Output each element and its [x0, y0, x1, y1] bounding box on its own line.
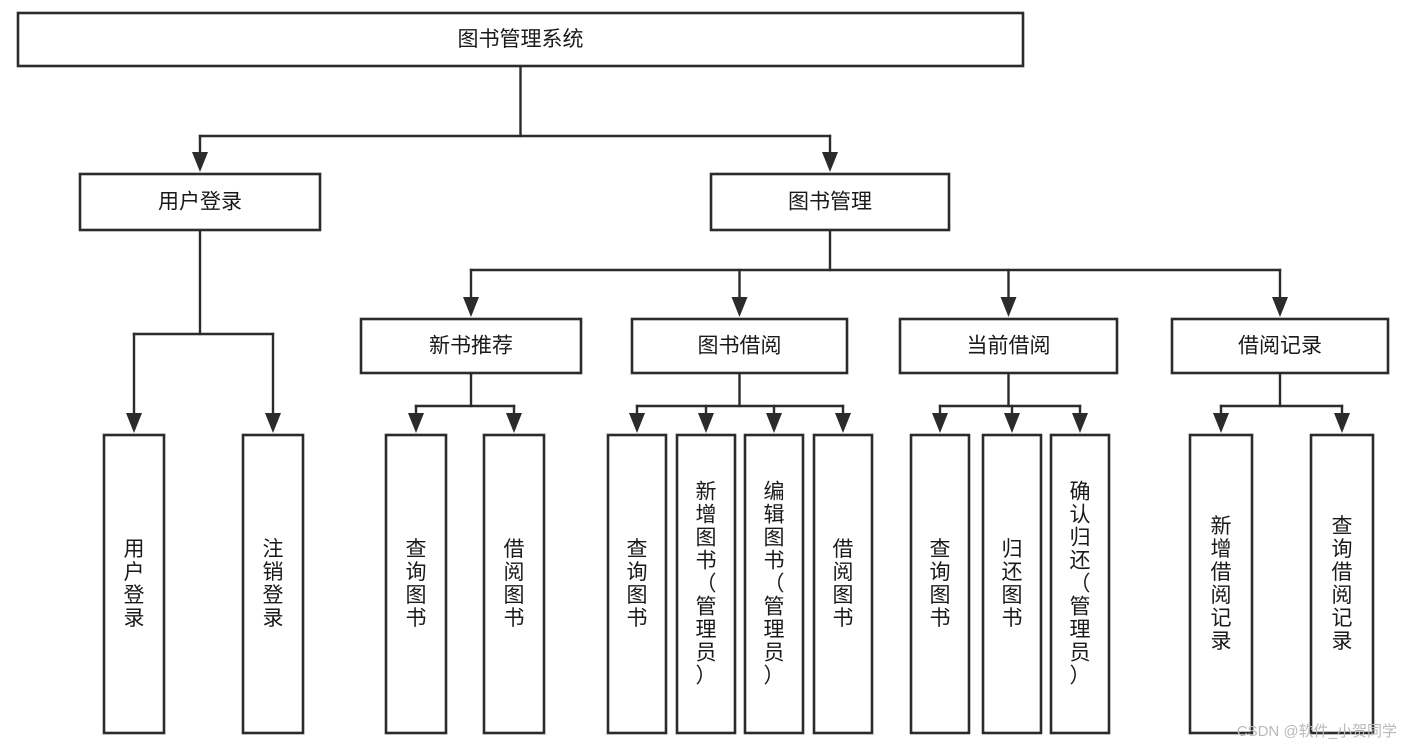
connector-group-newbook — [408, 371, 522, 433]
arrow-head-icon — [192, 152, 208, 172]
node-root[interactable]: 图书管理系统 — [16, 11, 1025, 68]
arrow-head-icon — [463, 297, 479, 317]
node-label: 借阅记录 — [1238, 335, 1322, 358]
node-box[interactable] — [482, 433, 546, 735]
node-box[interactable] — [606, 433, 668, 735]
node-bookmgmt[interactable]: 图书管理 — [709, 172, 951, 232]
node-box[interactable] — [675, 433, 737, 735]
connector-group-record — [1213, 371, 1350, 433]
node-b_add[interactable]: 新增图书（管理员） — [675, 433, 737, 735]
arrow-head-icon — [629, 413, 645, 433]
node-box[interactable] — [1170, 317, 1390, 375]
node-box[interactable] — [1049, 433, 1111, 735]
node-label: 查询图书 — [627, 538, 648, 630]
node-label: 归还图书 — [1002, 538, 1023, 630]
node-box[interactable] — [1309, 433, 1375, 735]
node-box[interactable] — [241, 433, 305, 735]
arrow-head-icon — [1213, 413, 1229, 433]
nodes-layer: 图书管理系统用户登录图书管理新书推荐图书借阅当前借阅借阅记录用户登录注销登录查询… — [16, 11, 1390, 735]
arrow-head-icon — [1000, 297, 1017, 317]
node-b_lend[interactable]: 借阅图书 — [812, 433, 874, 735]
node-label: 用户登录 — [124, 538, 145, 630]
connector-group-login — [126, 228, 281, 433]
node-label: 查询图书 — [406, 538, 427, 630]
node-box[interactable] — [16, 11, 1025, 68]
node-borrow[interactable]: 图书借阅 — [630, 317, 849, 375]
node-c_query[interactable]: 查询图书 — [909, 433, 971, 735]
node-label: 当前借阅 — [967, 335, 1051, 358]
node-box[interactable] — [102, 433, 166, 735]
connectors-layer — [126, 64, 1350, 433]
node-box[interactable] — [78, 172, 322, 232]
node-label: 查询借阅记录 — [1332, 515, 1353, 653]
arrow-head-icon — [835, 413, 851, 433]
node-label: 编辑图书（管理员） — [764, 480, 785, 687]
node-l_userlogin[interactable]: 用户登录 — [102, 433, 166, 735]
node-login[interactable]: 用户登录 — [78, 172, 322, 232]
arrow-head-icon — [731, 297, 748, 317]
node-label: 注销登录 — [263, 538, 284, 630]
node-current[interactable]: 当前借阅 — [898, 317, 1119, 375]
arrow-head-icon — [698, 413, 714, 433]
node-label: 借阅图书 — [833, 538, 854, 630]
node-label: 图书管理系统 — [458, 28, 584, 51]
node-box[interactable] — [1188, 433, 1254, 735]
arrow-head-icon — [126, 413, 142, 433]
node-c_return[interactable]: 归还图书 — [981, 433, 1043, 735]
node-label: 新增借阅记录 — [1211, 515, 1232, 653]
arrow-head-icon — [408, 413, 424, 433]
node-label: 新增图书（管理员） — [696, 480, 717, 687]
arrow-head-icon — [506, 413, 522, 433]
node-c_confirm[interactable]: 确认归还（管理员） — [1049, 433, 1111, 735]
arrow-head-icon — [932, 413, 948, 433]
node-record[interactable]: 借阅记录 — [1170, 317, 1390, 375]
arrow-head-icon — [1004, 413, 1020, 433]
arrow-head-icon — [265, 413, 281, 433]
node-r_add[interactable]: 新增借阅记录 — [1188, 433, 1254, 735]
node-b_edit[interactable]: 编辑图书（管理员） — [743, 433, 805, 735]
node-box[interactable] — [898, 317, 1119, 375]
node-label: 新书推荐 — [429, 335, 513, 358]
connector-group-current — [932, 371, 1088, 433]
watermark-label: CSDN @软件_小贺同学 — [1236, 723, 1397, 740]
node-l_logout[interactable]: 注销登录 — [241, 433, 305, 735]
node-r_query[interactable]: 查询借阅记录 — [1309, 433, 1375, 735]
arrow-head-icon — [766, 413, 782, 433]
connector-group-borrow — [629, 371, 851, 433]
node-label: 查询图书 — [930, 538, 951, 630]
arrow-head-icon — [822, 152, 838, 172]
arrow-head-icon — [1072, 413, 1088, 433]
node-label: 图书借阅 — [698, 335, 782, 358]
node-box[interactable] — [359, 317, 583, 375]
connector-group-bookmgmt — [463, 228, 1288, 317]
node-box[interactable] — [909, 433, 971, 735]
node-box[interactable] — [743, 433, 805, 735]
node-label: 确认归还（管理员） — [1070, 480, 1091, 687]
node-box[interactable] — [384, 433, 448, 735]
arrow-head-icon — [1334, 413, 1350, 433]
arrow-head-icon — [1272, 297, 1288, 317]
node-n_query[interactable]: 查询图书 — [384, 433, 448, 735]
node-label: 用户登录 — [158, 191, 242, 214]
node-box[interactable] — [709, 172, 951, 232]
node-b_query[interactable]: 查询图书 — [606, 433, 668, 735]
node-box[interactable] — [981, 433, 1043, 735]
node-n_borrow[interactable]: 借阅图书 — [482, 433, 546, 735]
node-label: 借阅图书 — [504, 538, 525, 630]
connector-group-root — [192, 64, 838, 172]
node-label: 图书管理 — [788, 191, 872, 214]
node-box[interactable] — [630, 317, 849, 375]
node-box[interactable] — [812, 433, 874, 735]
node-newbook[interactable]: 新书推荐 — [359, 317, 583, 375]
